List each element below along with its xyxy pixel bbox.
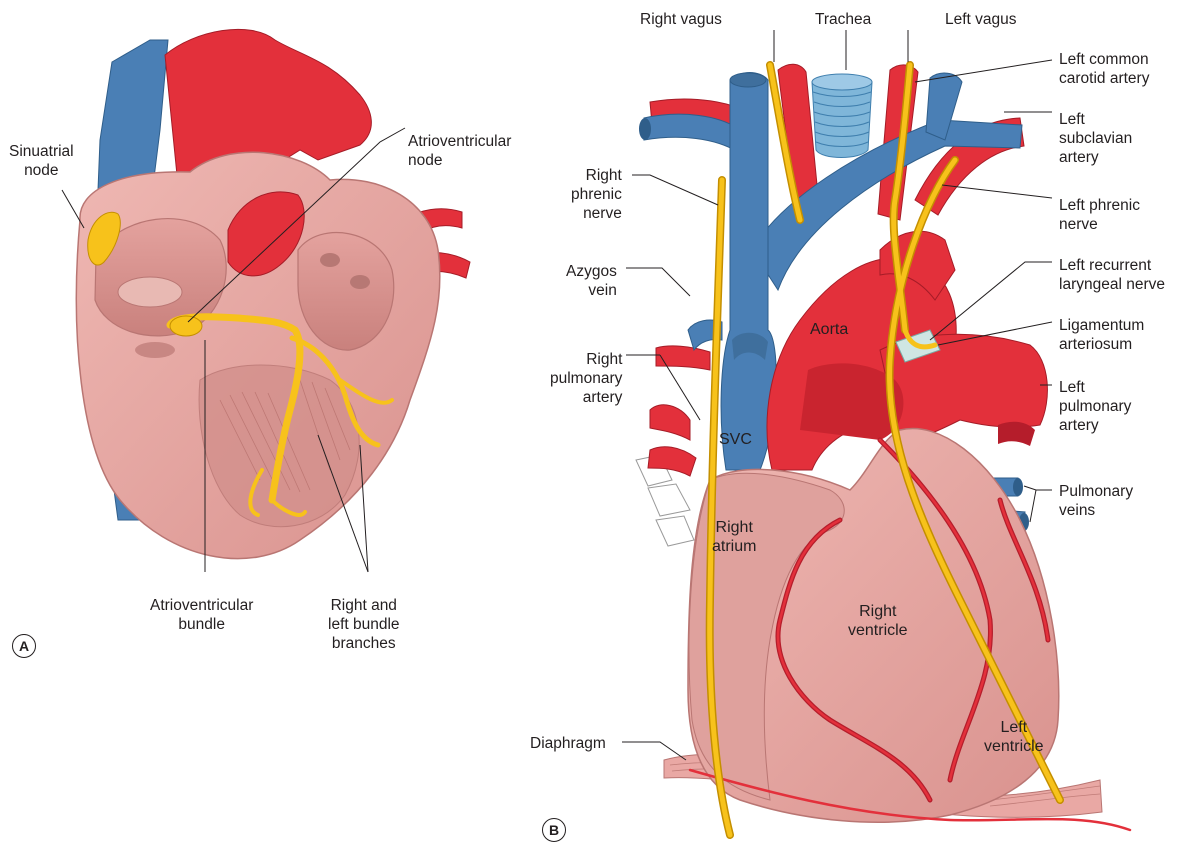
label-left-vagus: Left vagus [945, 10, 1017, 29]
trachea [812, 74, 872, 158]
label-line: Right vagus [640, 10, 722, 29]
label-line: ventricle [984, 737, 1044, 756]
label-line: artery [550, 388, 622, 407]
label-pulmonary-veins: Pulmonary veins [1059, 482, 1133, 520]
label-line: vein [566, 281, 617, 300]
label-line: Atrioventricular [150, 596, 253, 615]
label-line: Left vagus [945, 10, 1017, 29]
label-bundle-branches: Right and left bundle branches [328, 596, 400, 653]
label-right-vagus: Right vagus [640, 10, 722, 29]
label-line: ventricle [848, 621, 908, 640]
label-line: branches [328, 634, 400, 653]
label-line: nerve [1059, 215, 1140, 234]
label-line: Left recurrent [1059, 256, 1165, 275]
label-line: pulmonary [550, 369, 622, 388]
inner-label-aorta: Aorta [810, 320, 848, 339]
label-line: Right [550, 350, 622, 369]
panel-b-heart [622, 30, 1130, 835]
label-line: carotid artery [1059, 69, 1149, 88]
label-line: node [408, 151, 511, 170]
label-line: phrenic [571, 185, 622, 204]
label-right-pulmonary-artery: Right pulmonary artery [550, 350, 622, 407]
label-line: Right [848, 602, 908, 621]
label-line: Aorta [810, 320, 848, 339]
label-line: laryngeal nerve [1059, 275, 1165, 294]
panel-label-b: B [542, 818, 566, 842]
label-line: Left [1059, 378, 1131, 397]
label-line: Right and [328, 596, 400, 615]
panel-a-heart [62, 29, 470, 572]
panel-label-a: A [12, 634, 36, 658]
label-line: bundle [150, 615, 253, 634]
label-left-pulmonary-artery: Left pulmonary artery [1059, 378, 1131, 435]
label-line: Left phrenic [1059, 196, 1140, 215]
label-line: artery [1059, 416, 1131, 435]
label-line: artery [1059, 148, 1132, 167]
label-line: Trachea [815, 10, 871, 29]
label-trachea: Trachea [815, 10, 871, 29]
label-diaphragm: Diaphragm [530, 734, 606, 753]
label-line: Sinuatrial [9, 142, 74, 161]
label-line: Ligamentum [1059, 316, 1144, 335]
label-line: Azygos [566, 262, 617, 281]
label-line: Pulmonary [1059, 482, 1133, 501]
label-line: arteriosum [1059, 335, 1144, 354]
inner-label-svc: SVC [719, 430, 752, 449]
inner-label-left-ventricle: Left ventricle [984, 718, 1044, 756]
label-sinuatrial-node: Sinuatrial node [9, 142, 74, 180]
label-line: left bundle [328, 615, 400, 634]
label-line: Right [712, 518, 756, 537]
label-right-phrenic: Right phrenic nerve [571, 166, 622, 223]
label-line: Diaphragm [530, 734, 606, 753]
label-line: nerve [571, 204, 622, 223]
label-left-common-carotid: Left common carotid artery [1059, 50, 1149, 88]
label-line: veins [1059, 501, 1133, 520]
atrioventricular-node [170, 316, 202, 336]
inner-label-right-atrium: Right atrium [712, 518, 756, 556]
label-left-recurrent-laryngeal: Left recurrent laryngeal nerve [1059, 256, 1165, 294]
inner-label-right-ventricle: Right ventricle [848, 602, 908, 640]
label-line: Left [984, 718, 1044, 737]
label-left-subclavian: Left subclavian artery [1059, 110, 1132, 167]
label-line: Left common [1059, 50, 1149, 69]
label-line: atrium [712, 537, 756, 556]
label-line: pulmonary [1059, 397, 1131, 416]
label-atrioventricular-node: Atrioventricular node [408, 132, 511, 170]
label-azygos-vein: Azygos vein [566, 262, 617, 300]
label-line: SVC [719, 430, 752, 449]
label-line: Left [1059, 110, 1132, 129]
label-ligamentum-arteriosum: Ligamentum arteriosum [1059, 316, 1144, 354]
label-atrioventricular-bundle: Atrioventricular bundle [150, 596, 253, 634]
label-line: Atrioventricular [408, 132, 511, 151]
label-line: subclavian [1059, 129, 1132, 148]
label-left-phrenic: Left phrenic nerve [1059, 196, 1140, 234]
label-line: node [9, 161, 74, 180]
label-line: Right [571, 166, 622, 185]
